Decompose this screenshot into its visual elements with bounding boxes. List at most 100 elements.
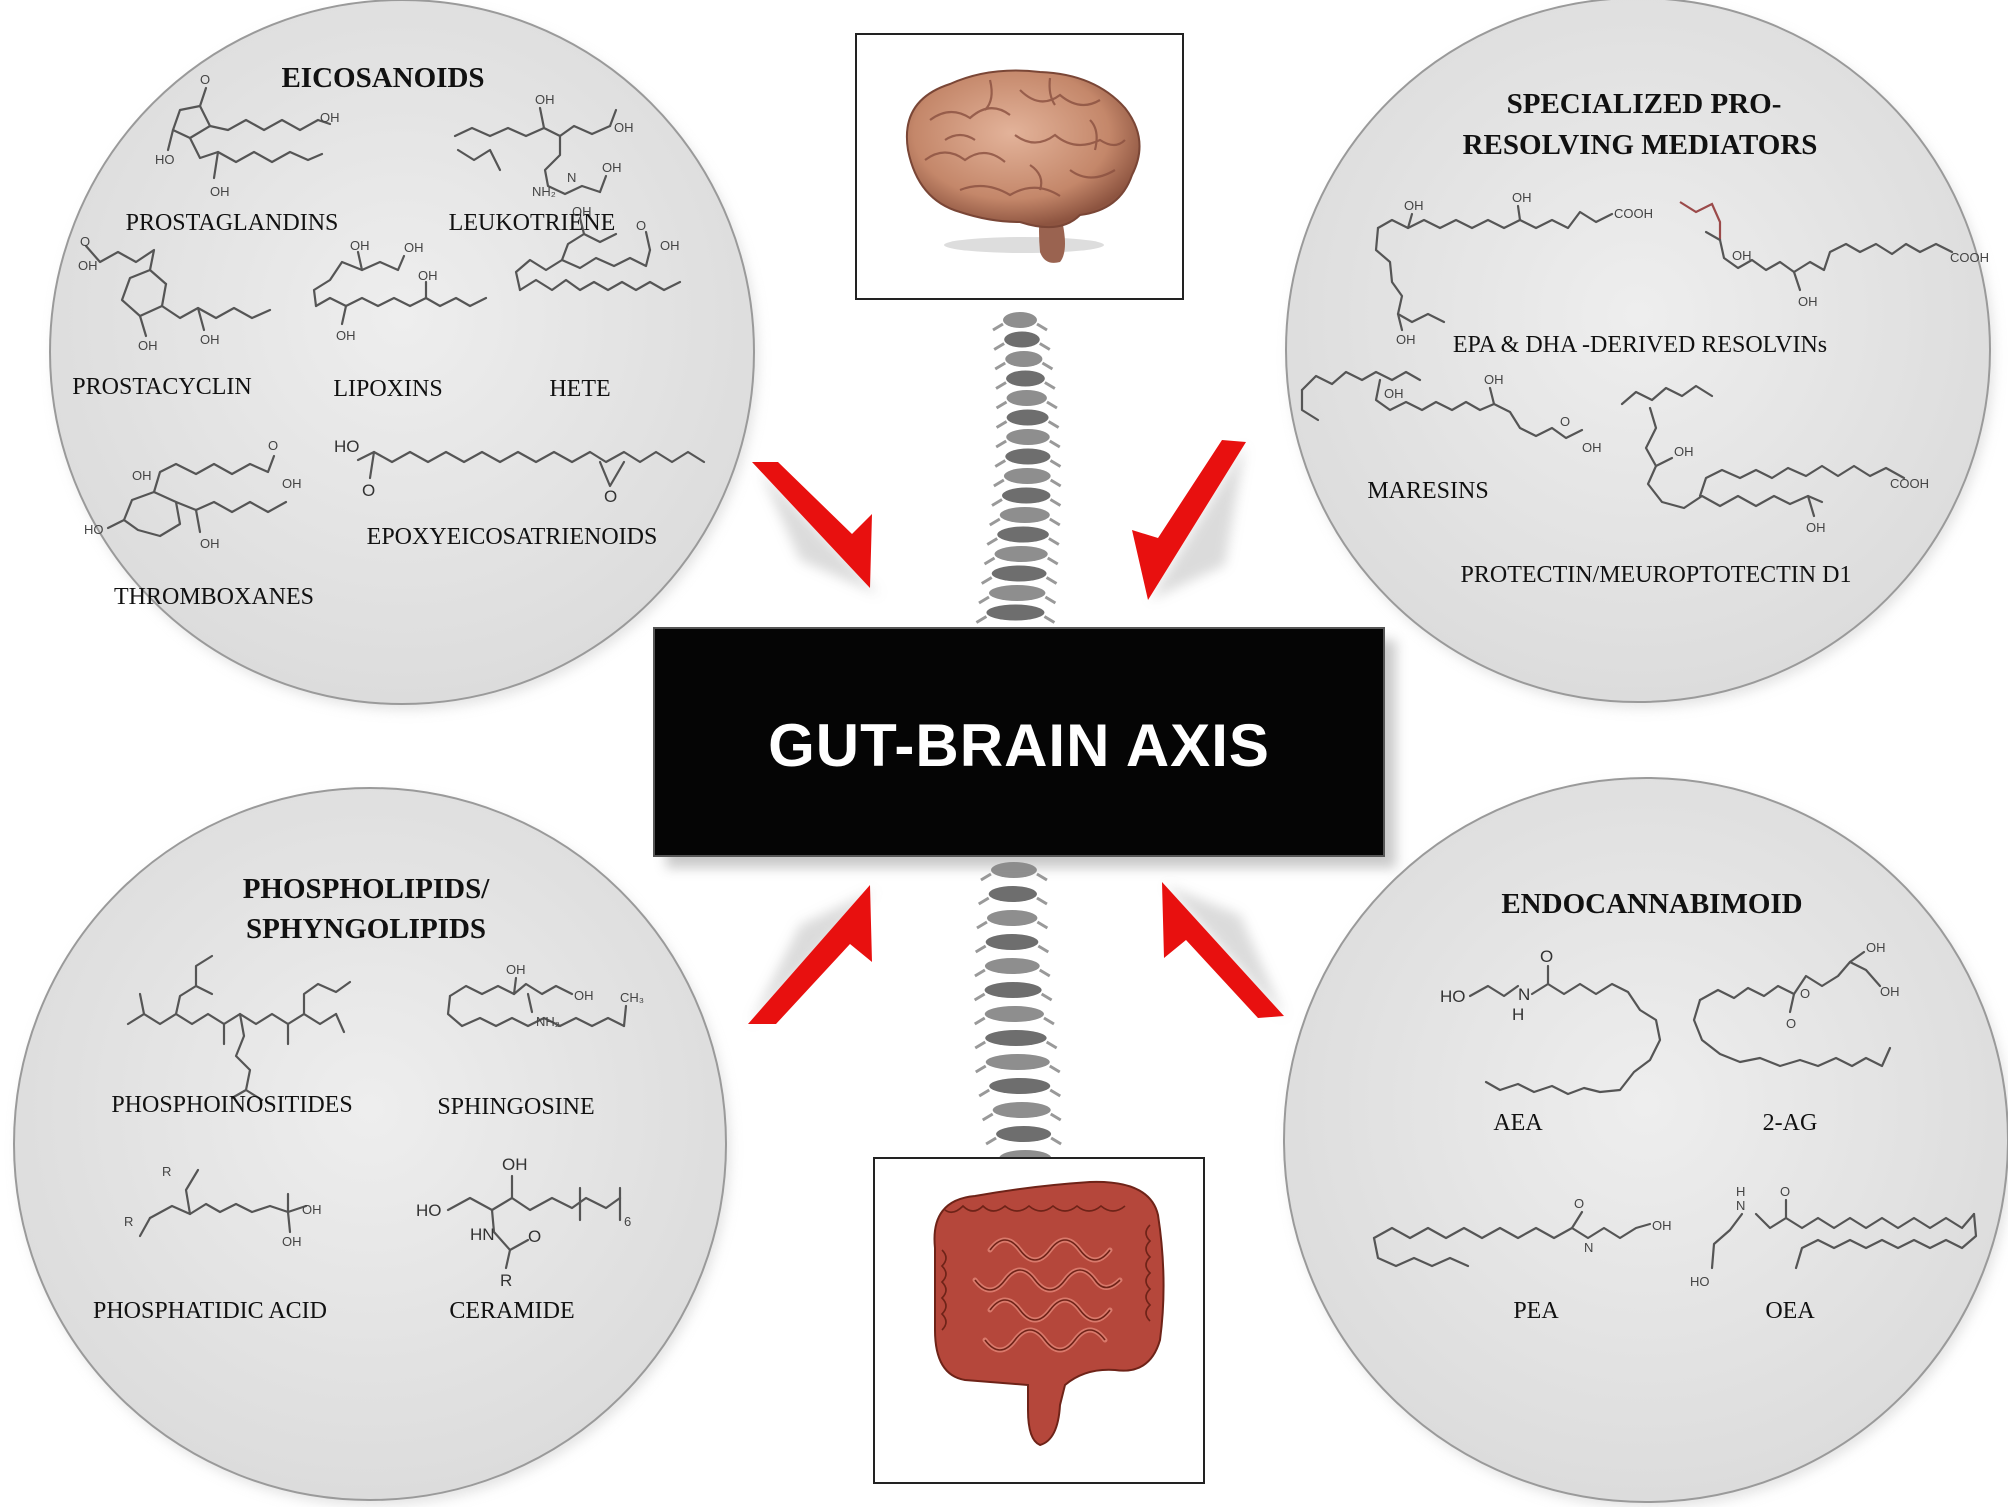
- atom-label: OH: [1384, 386, 1404, 401]
- atom-label: O: [1574, 1196, 1584, 1211]
- vertebra: [988, 585, 1046, 601]
- atom-label: OH: [1806, 520, 1826, 535]
- phosphoinositide-structure: [126, 954, 352, 1102]
- atom-label: NH₂: [532, 184, 556, 199]
- arrow-top-left: [752, 462, 880, 595]
- atom-label: R: [500, 1271, 512, 1290]
- atom-label: OH: [535, 92, 555, 107]
- phospholipids-title-line1: PHOSPHOLIPIDS/: [243, 873, 490, 905]
- atom-label: N: [1584, 1240, 1593, 1255]
- atom-label: OH: [200, 332, 220, 347]
- atom-label: OH: [1674, 444, 1694, 459]
- vertebra-process: [981, 1112, 1062, 1122]
- vertebra-process: [993, 342, 1051, 351]
- vertebra-process: [974, 1040, 1058, 1050]
- epoxyeicosatrienoid-structure: HO O O: [334, 437, 706, 506]
- aea-structure: HO N H O: [1440, 947, 1662, 1096]
- vertebra-process: [973, 1016, 1055, 1026]
- atom-label: OH: [78, 258, 98, 273]
- vertebra: [1003, 468, 1051, 484]
- atom-label: O: [200, 72, 210, 87]
- atom-label: N: [1518, 985, 1530, 1004]
- atom-label: OH: [210, 184, 230, 199]
- vertebra: [986, 604, 1045, 621]
- label-lipoxins: LIPOXINS: [333, 376, 442, 402]
- vertebra: [994, 546, 1048, 562]
- label-resolvins: EPA & DHA -DERIVED RESOLVINs: [1453, 332, 1827, 358]
- vertebra-process: [995, 381, 1056, 390]
- intestine-image-box: [873, 1157, 1205, 1484]
- vertebra-process: [989, 517, 1061, 527]
- atom-label: HO: [1690, 1274, 1710, 1289]
- atom-label: OH: [1798, 294, 1818, 309]
- vertebra: [999, 507, 1050, 523]
- atom-label: N: [567, 170, 576, 185]
- atom-label: O: [604, 487, 617, 506]
- brain-image-box: [855, 33, 1184, 300]
- thromboxane-structure: OH O OH HO OH: [84, 438, 302, 551]
- vertebra: [1006, 429, 1050, 445]
- vertebra-process: [992, 322, 1048, 332]
- label-leukotriene: LEUKOTRIENE: [449, 210, 616, 236]
- vertebra-process: [974, 968, 1051, 978]
- atom-label: HO: [334, 437, 360, 456]
- atom-label: O: [80, 234, 90, 249]
- vertebra-process: [976, 920, 1049, 930]
- leukotriene-structure: OH OH NH₂ N OH: [453, 92, 634, 199]
- atom-label: OH: [1396, 332, 1416, 347]
- label-aea: AEA: [1493, 1110, 1543, 1136]
- vertebra: [1004, 331, 1040, 348]
- atom-label: O: [528, 1227, 541, 1246]
- vertebra: [1005, 351, 1043, 367]
- vertebra-process: [975, 615, 1056, 624]
- vertebra: [985, 934, 1039, 950]
- label-pea: PEA: [1513, 1298, 1559, 1324]
- atom-label: O: [1560, 414, 1570, 429]
- vertebra: [992, 1102, 1051, 1118]
- atom-label: OH: [506, 962, 526, 977]
- arrow-bottom-right: [1162, 882, 1285, 1018]
- atom-label: COOH: [1890, 476, 1929, 491]
- atom-label: OH: [282, 1234, 302, 1249]
- vertebra-process: [993, 478, 1062, 488]
- vertebra-process: [991, 498, 1062, 507]
- label-2ag: 2-AG: [1763, 1110, 1818, 1136]
- vertebra-process: [978, 595, 1057, 605]
- label-maresins: MARESINS: [1367, 478, 1488, 504]
- prostaglandin-structure: OH O HO OH: [155, 72, 340, 199]
- prostacyclin-structure: OH O OH OH: [78, 234, 272, 353]
- center-title: GUT-BRAIN AXIS: [768, 712, 1270, 779]
- circle-eicosanoids: EICOSANOIDS OH O HO OH PROSTAGLANDINS OH…: [49, 0, 758, 710]
- phospholipids-title-line2: SPHYNGOLIPIDS: [246, 913, 486, 945]
- vertebra-process: [985, 1136, 1062, 1146]
- atom-label: OH: [614, 120, 634, 135]
- vertebra: [1006, 409, 1049, 426]
- vertebra-process: [994, 459, 1062, 468]
- label-phosphatidic-acid: PHOSPHATIDIC ACID: [93, 1298, 327, 1324]
- vertebra-process: [995, 439, 1061, 449]
- vertebra-process: [980, 872, 1048, 882]
- atom-label: O: [1540, 947, 1553, 966]
- pea-structure: O N OH: [1372, 1196, 1672, 1268]
- vertebra: [997, 526, 1049, 543]
- arrow-top-right: [1132, 440, 1246, 600]
- atom-label: HO: [84, 522, 104, 537]
- atom-label: OH: [602, 160, 622, 175]
- hete-structure: OH O OH: [514, 204, 682, 292]
- atom-label: HN: [470, 1225, 495, 1244]
- brain-icon: [905, 69, 1141, 263]
- vertebra-process: [983, 556, 1059, 566]
- sphingosine-structure: OH NH₂ OH CH₃: [446, 962, 644, 1029]
- spm-title-line2: RESOLVING MEDIATORS: [1463, 129, 1818, 161]
- circle-phospholipids: PHOSPHOLIPIDS/ SPHYNGOLIPIDS PHOSPHOINOS…: [13, 787, 730, 1506]
- vertebra-process: [995, 420, 1060, 429]
- atom-label: OH: [574, 988, 594, 1003]
- label-ceramide: CERAMIDE: [449, 1298, 574, 1324]
- vertebra: [991, 565, 1047, 582]
- atom-label: OH: [138, 338, 158, 353]
- vertebra-process: [980, 576, 1058, 585]
- atom-label: OH: [1512, 190, 1532, 205]
- atom-label: OH: [418, 268, 438, 283]
- atom-label: O: [1800, 986, 1810, 1001]
